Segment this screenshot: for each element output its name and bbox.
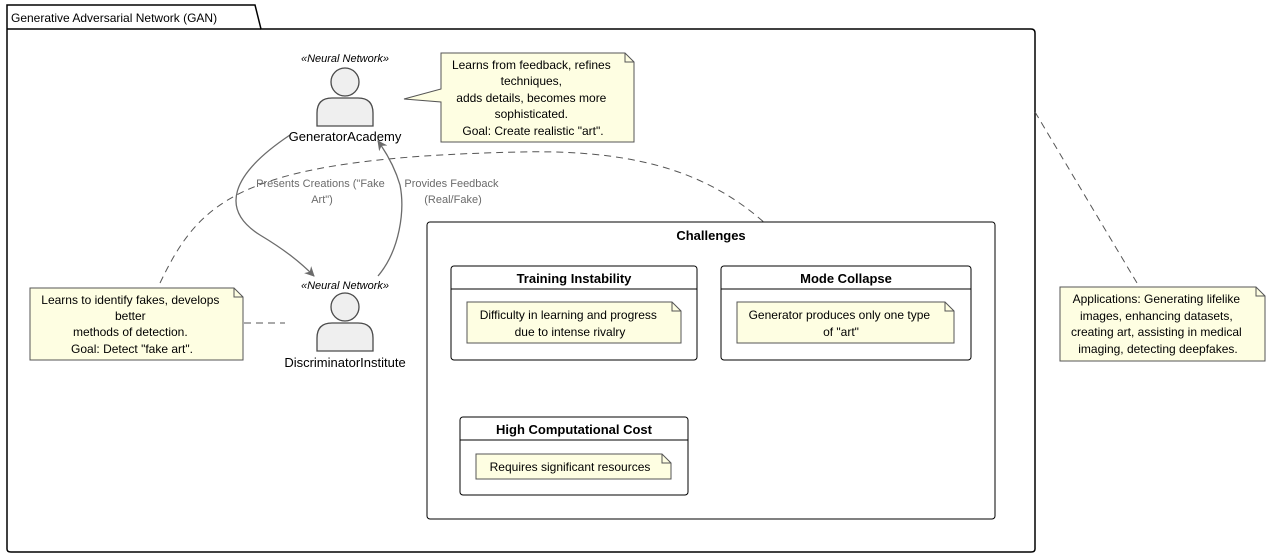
provides-feedback-arrow bbox=[377, 140, 403, 277]
challenges-title: Challenges bbox=[676, 228, 745, 243]
generator-note: Learns from feedback, refines techniques… bbox=[403, 52, 635, 143]
mode-collapse-note: Generator produces only one type of "art… bbox=[749, 308, 934, 339]
generator-stereotype: «Neural Network» bbox=[301, 53, 389, 65]
computational-cost-note: Requires significant resources bbox=[490, 460, 651, 474]
generator-note-connector bbox=[159, 151, 831, 299]
applications-note-connector bbox=[1034, 111, 1141, 289]
provides-feedback-label: Provides Feedback (Real/Fake) bbox=[404, 178, 501, 206]
discriminator-note: Learns to identify fakes, develops bette… bbox=[29, 287, 244, 361]
person-icon bbox=[316, 67, 374, 127]
training-instability-note: Difficulty in learning and progress due … bbox=[480, 308, 661, 339]
applications-note-text: Applications: Generating lifelike images… bbox=[1071, 292, 1245, 356]
discriminator-name: DiscriminatorInstitute bbox=[284, 355, 405, 370]
training-instability-box: Training Instability Difficulty in learn… bbox=[450, 265, 698, 361]
generator-name: GeneratorAcademy bbox=[289, 129, 402, 144]
person-icon bbox=[316, 292, 374, 352]
discriminator-stereotype: «Neural Network» bbox=[301, 280, 389, 292]
discriminator-note-text: Learns to identify fakes, develops bette… bbox=[41, 293, 222, 356]
discriminator-actor: «Neural Network» DiscriminatorInstitute bbox=[284, 280, 405, 370]
actor-arrows bbox=[235, 134, 403, 277]
computational-cost-box: High Computational Cost Requires signifi… bbox=[459, 416, 689, 496]
training-instability-title: Training Instability bbox=[517, 271, 633, 286]
generator-note-text: Learns from feedback, refines techniques… bbox=[452, 58, 614, 138]
presents-creations-label: Presents Creations ("Fake Art") bbox=[256, 178, 388, 206]
presents-creations-arrow bbox=[235, 134, 315, 277]
applications-note: Applications: Generating lifelike images… bbox=[1059, 286, 1266, 362]
mode-collapse-title: Mode Collapse bbox=[800, 271, 892, 286]
generator-actor: «Neural Network» GeneratorAcademy bbox=[289, 53, 402, 144]
mode-collapse-box: Mode Collapse Generator produces only on… bbox=[720, 265, 972, 361]
package-title: Generative Adversarial Network (GAN) bbox=[11, 11, 217, 25]
computational-cost-title: High Computational Cost bbox=[496, 422, 653, 437]
